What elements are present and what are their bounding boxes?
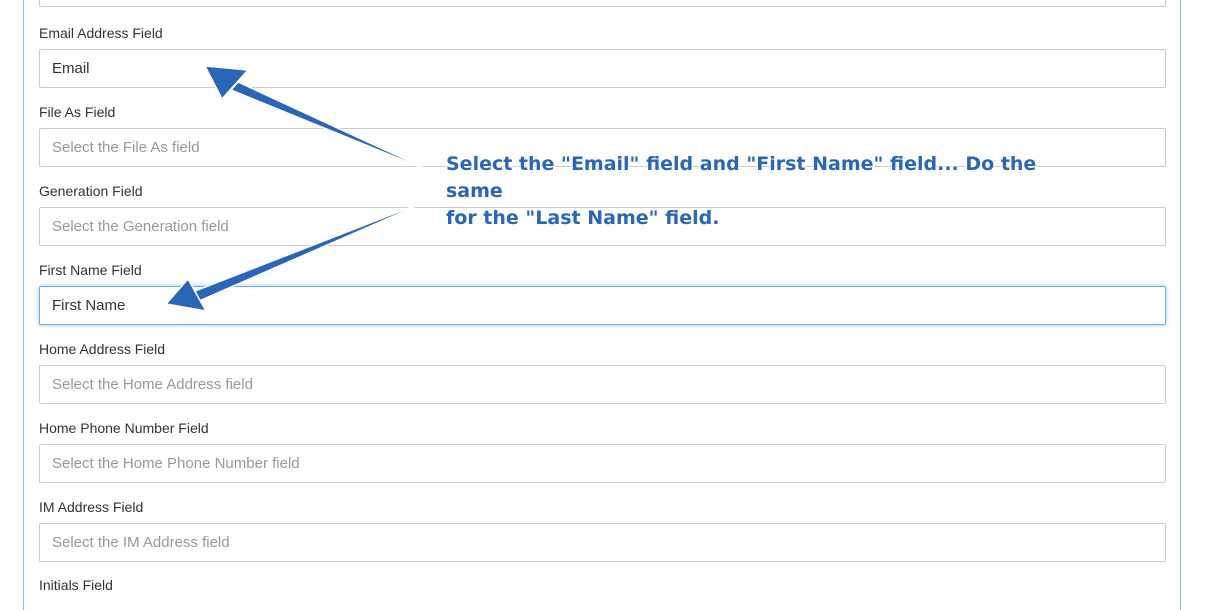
first-name-field: First Name Field First Name (39, 260, 1166, 325)
home-phone-field: Home Phone Number Field Select the Home … (39, 418, 1166, 483)
im-address-select[interactable]: Select the IM Address field (39, 523, 1166, 562)
annotation-callout: Select the "Email" field and "First Name… (446, 151, 1086, 232)
home-address-field: Home Address Field Select the Home Addre… (39, 339, 1166, 404)
file-as-label: File As Field (39, 104, 116, 120)
first-name-select[interactable]: First Name (39, 286, 1166, 325)
im-address-field: IM Address Field Select the IM Address f… (39, 497, 1166, 562)
previous-field-input[interactable] (39, 0, 1166, 7)
form-panel (23, 0, 1181, 610)
annotation-line-2: for the "Last Name" field. (446, 207, 720, 229)
initials-field: Initials Field (39, 575, 1166, 595)
file-as-select[interactable]: Select the File As field (39, 128, 1166, 167)
home-phone-select[interactable]: Select the Home Phone Number field (39, 444, 1166, 483)
im-address-label: IM Address Field (39, 499, 144, 515)
email-address-field: Email Address Field Email (39, 23, 1166, 88)
home-address-select[interactable]: Select the Home Address field (39, 365, 1166, 404)
home-phone-label: Home Phone Number Field (39, 420, 209, 436)
email-address-label: Email Address Field (39, 25, 163, 41)
file-as-field: File As Field Select the File As field (39, 102, 1166, 167)
home-address-label: Home Address Field (39, 341, 166, 357)
initials-label: Initials Field (39, 577, 113, 593)
generation-label: Generation Field (39, 183, 143, 199)
first-name-label: First Name Field (39, 262, 142, 278)
email-address-select[interactable]: Email (39, 49, 1166, 88)
annotation-line-1: Select the "Email" field and "First Name… (446, 153, 1037, 202)
